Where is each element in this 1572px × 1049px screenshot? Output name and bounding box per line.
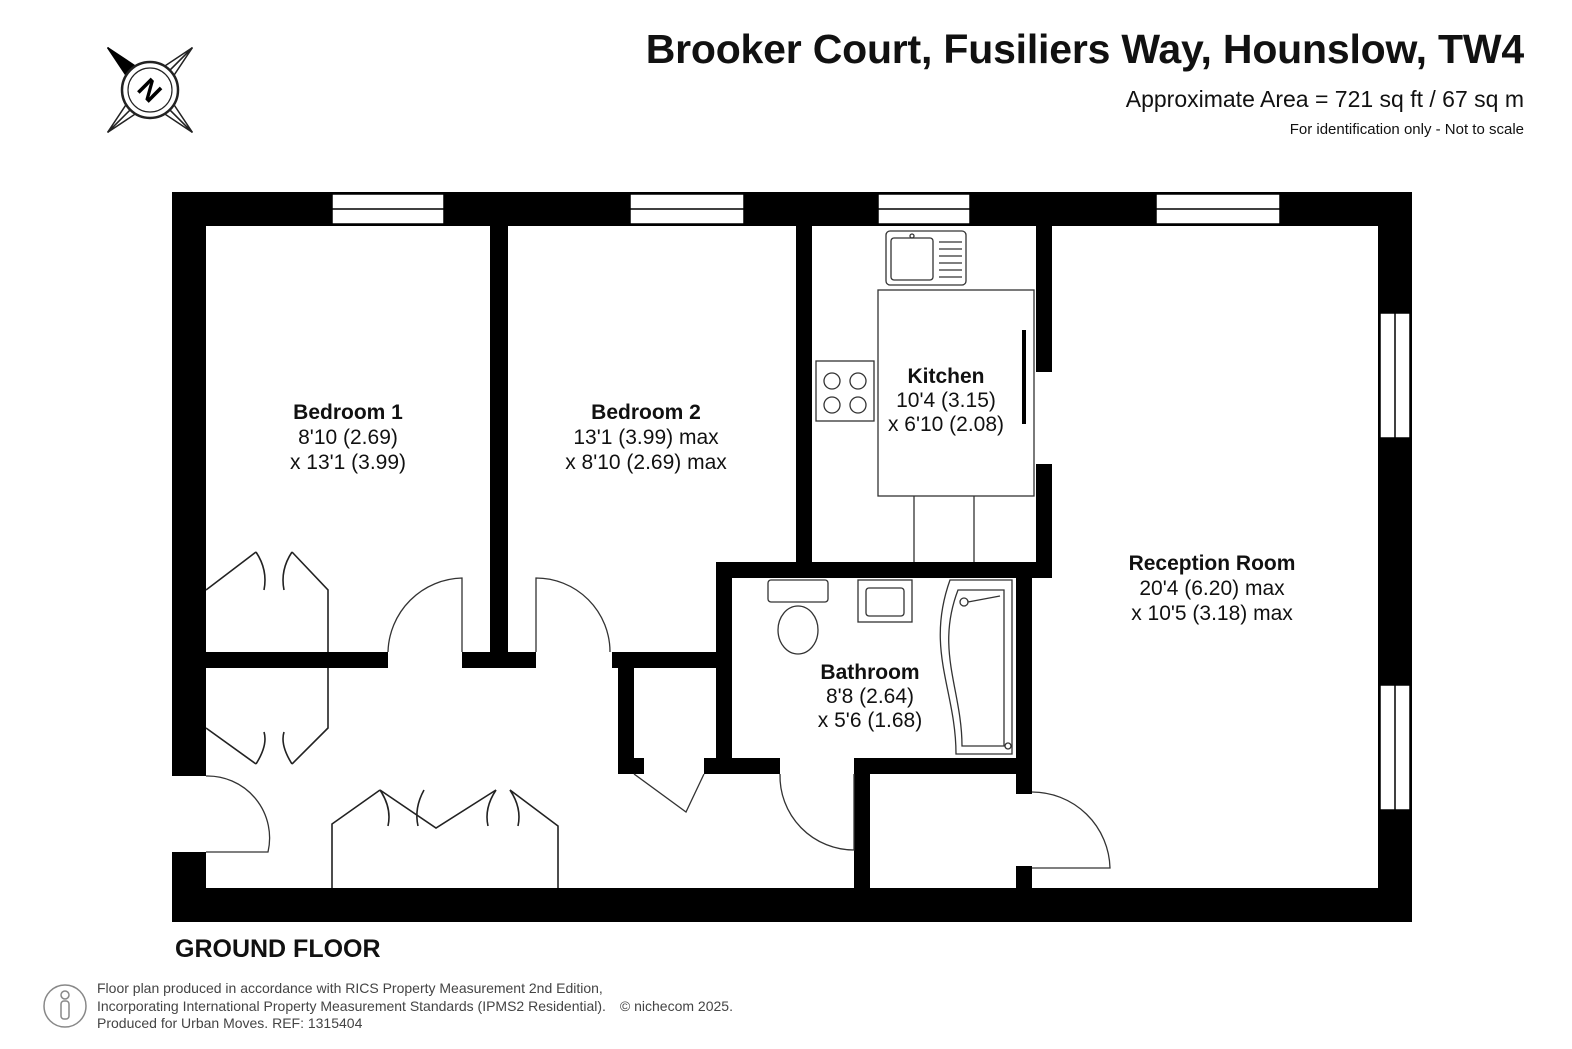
rics-logo-icon xyxy=(43,984,87,1028)
footer-line3: Produced for Urban Moves. REF: 1315404 xyxy=(97,1015,363,1031)
kitchen-fittings xyxy=(815,230,1035,562)
bathroom-name: Bathroom xyxy=(820,661,919,684)
footer-line1: Floor plan produced in accordance with R… xyxy=(97,980,603,996)
windows xyxy=(331,193,1411,811)
footer-line2: Incorporating International Property Mea… xyxy=(97,997,606,1014)
bathroom-dim1: 8'8 (2.64) xyxy=(826,685,914,708)
bedroom1-dim2: x 13'1 (3.99) xyxy=(290,451,406,474)
footer-copyright: © nichecom 2025. xyxy=(619,997,733,1014)
bathroom-fittings xyxy=(767,579,1013,755)
bedroom2-dim1: 13'1 (3.99) max xyxy=(573,426,719,449)
bedroom1-dim1: 8'10 (2.69) xyxy=(298,426,398,449)
doors xyxy=(205,577,1111,869)
property-title: Brooker Court, Fusiliers Way, Hounslow, … xyxy=(645,26,1525,72)
kitchen-door-leaf xyxy=(1022,330,1026,424)
bedroom2-dim2: x 8'10 (2.69) max xyxy=(565,451,727,474)
compass-icon: N xyxy=(106,46,194,134)
reception-name: Reception Room xyxy=(1129,552,1296,575)
scale-note: For identification only - Not to scale xyxy=(1289,121,1524,138)
bathroom-dim2: x 5'6 (1.68) xyxy=(818,709,922,732)
bedroom2-name: Bedroom 2 xyxy=(591,401,701,424)
footer: Floor plan produced in accordance with R… xyxy=(97,980,733,1033)
kitchen-dim1: 10'4 (3.15) xyxy=(896,389,996,412)
floor-label: GROUND FLOOR xyxy=(175,935,381,963)
approximate-area: Approximate Area = 721 sq ft / 67 sq m xyxy=(1125,86,1524,112)
bedroom1-name: Bedroom 1 xyxy=(293,401,403,424)
reception-dim2: x 10'5 (3.18) max xyxy=(1131,602,1293,625)
kitchen-dim2: x 6'10 (2.08) xyxy=(888,413,1004,436)
kitchen-name: Kitchen xyxy=(907,365,984,388)
interior-walls xyxy=(206,226,1052,890)
wardrobes xyxy=(205,551,559,888)
reception-dim1: 20'4 (6.20) max xyxy=(1139,577,1285,600)
